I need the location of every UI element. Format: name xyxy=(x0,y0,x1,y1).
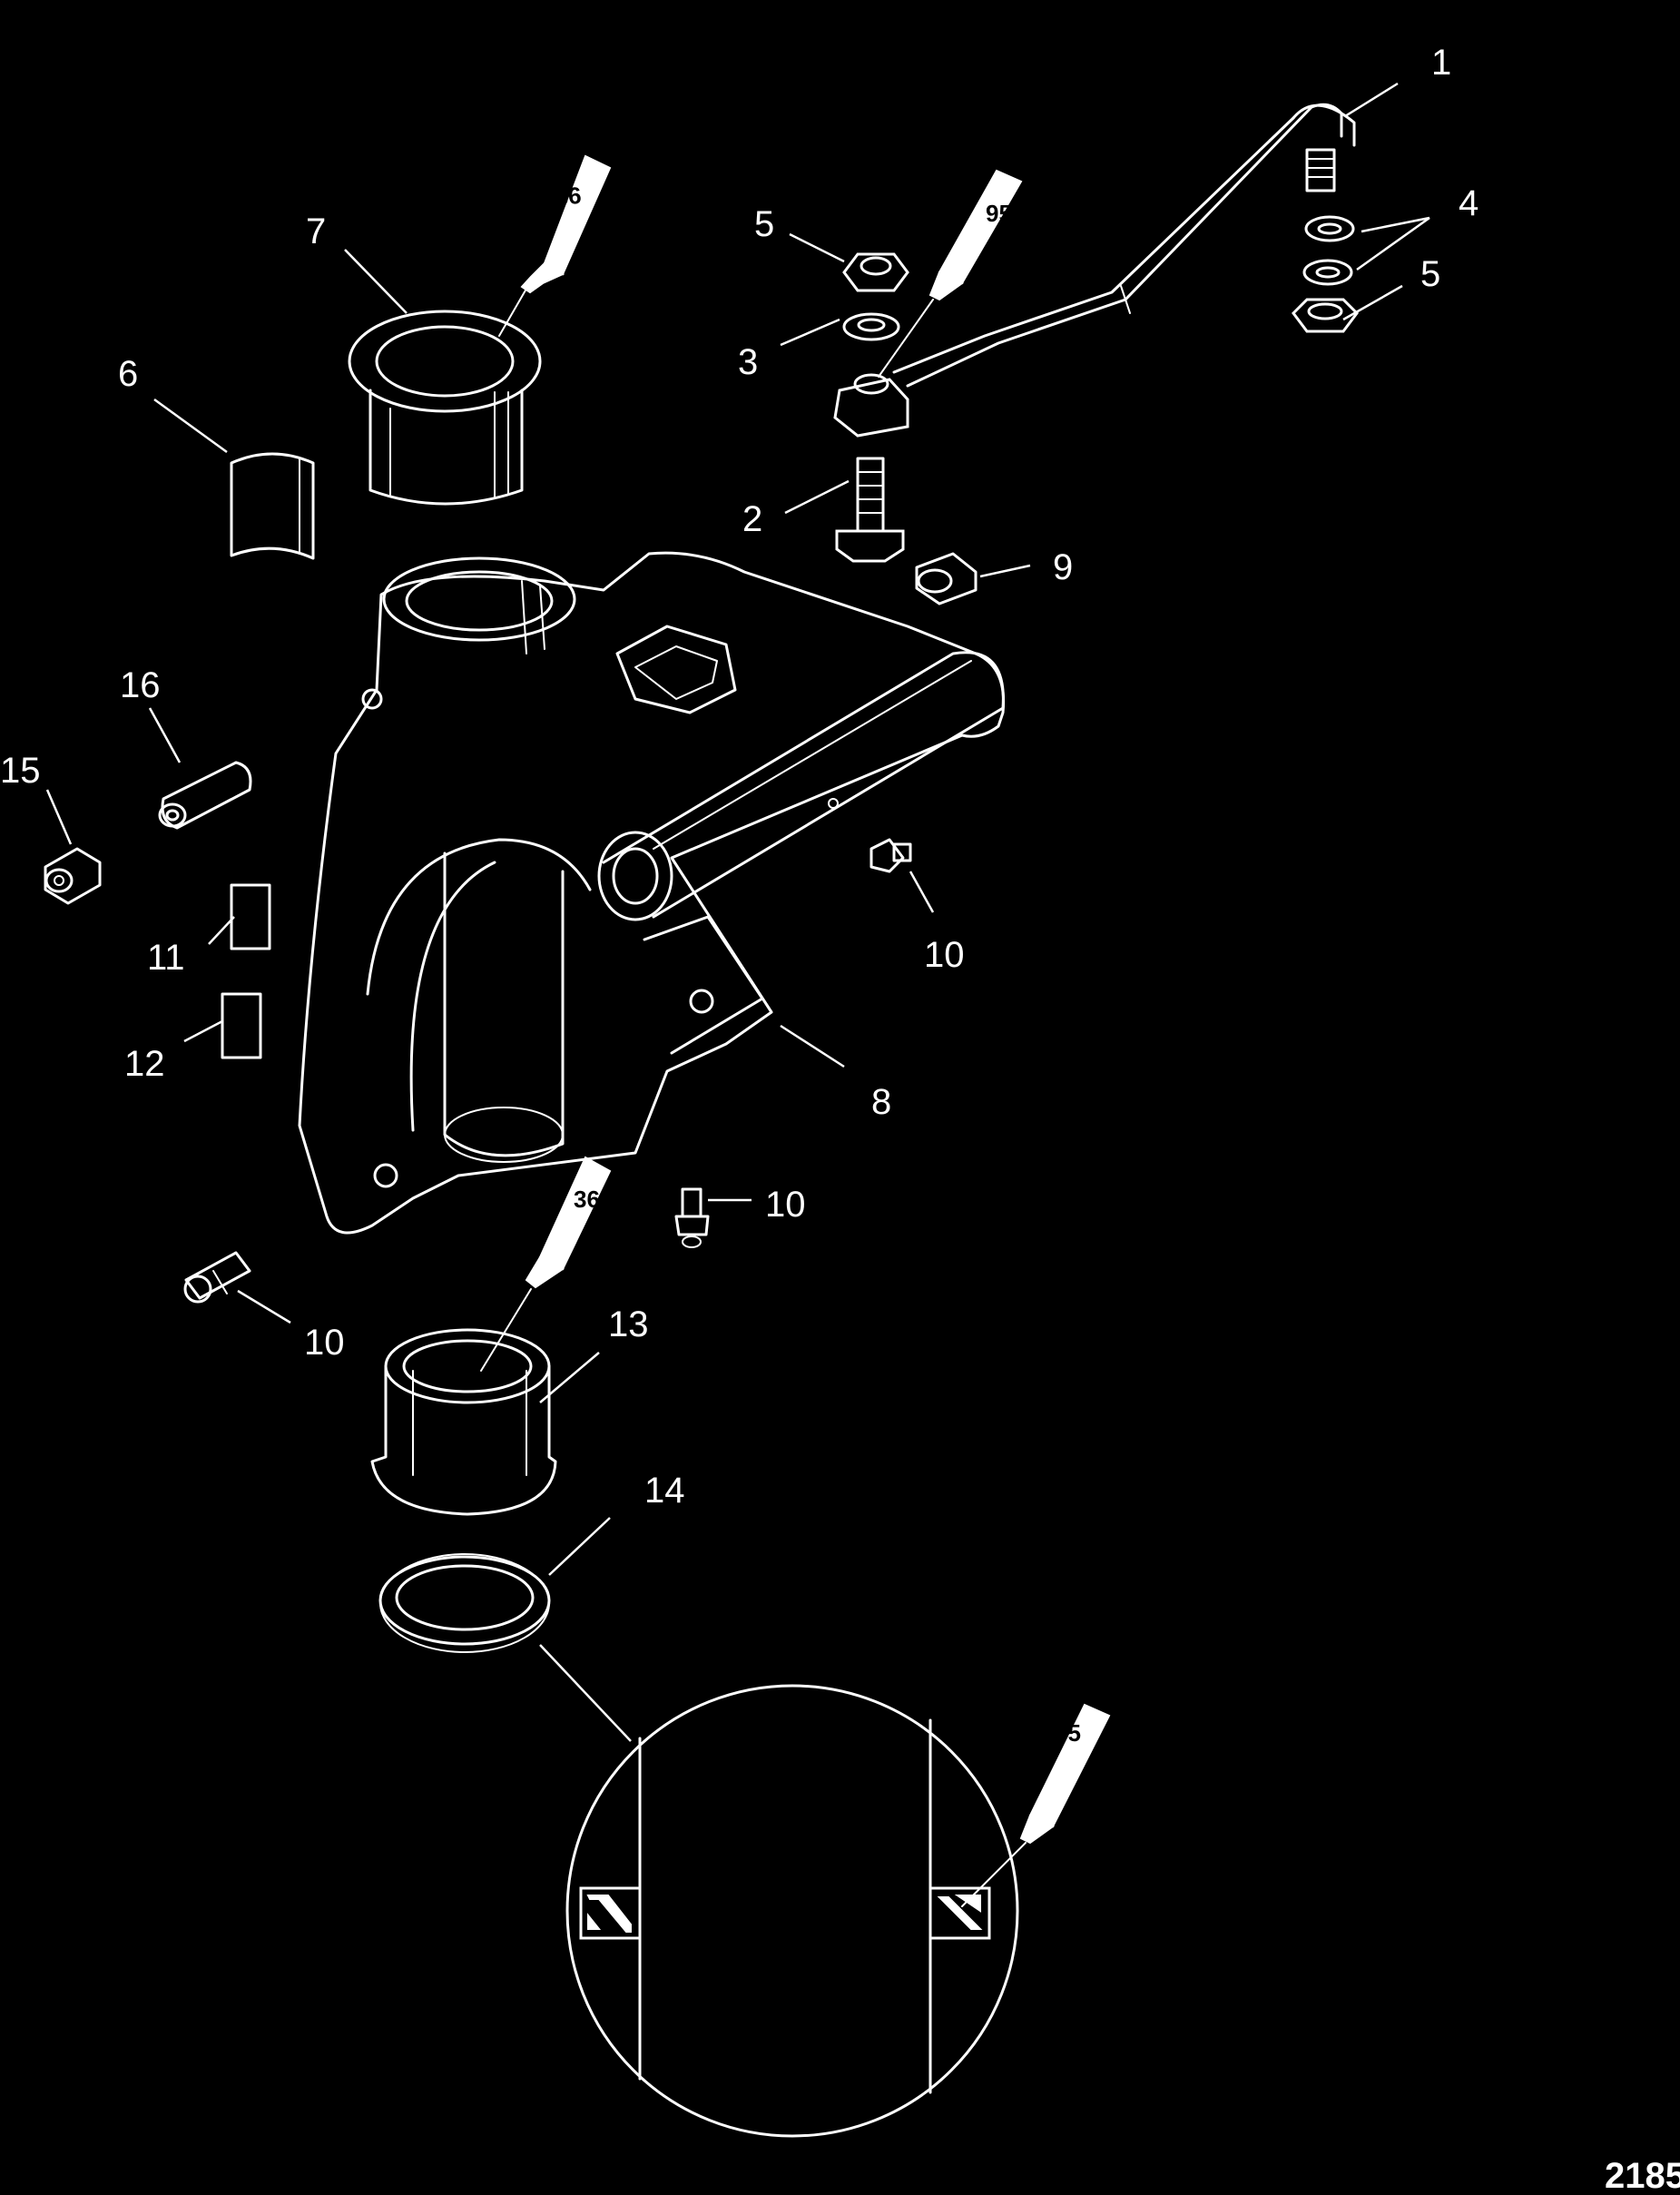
pad-11 xyxy=(230,883,271,950)
callout-4: 4 xyxy=(1459,183,1479,223)
callout-16: 16 xyxy=(120,665,161,705)
lubricant-tube-36-upper: 36 xyxy=(498,154,612,337)
callout-labels: 1 2 3 4 5 5 6 7 8 9 10 10 10 11 12 13 14… xyxy=(0,43,1479,1511)
callout-5-left: 5 xyxy=(754,204,774,244)
callout-10-middle: 10 xyxy=(765,1185,806,1225)
pad-12 xyxy=(221,992,262,1059)
leader-lines xyxy=(45,82,1430,1576)
callout-10-lower: 10 xyxy=(304,1323,345,1363)
seal-ring xyxy=(378,1553,551,1653)
tube-label: 36 xyxy=(555,182,583,211)
upper-swivel-bushing xyxy=(348,310,542,506)
rod-eye-end xyxy=(833,373,909,438)
tube-label: 95 xyxy=(1055,1719,1081,1747)
grease-fitting-middle xyxy=(674,1187,710,1248)
lubricant-tube-95-upper: 95 xyxy=(878,169,1023,378)
callout-12: 12 xyxy=(124,1044,165,1084)
lower-swivel-bushing xyxy=(370,1328,557,1516)
grease-fitting-upper xyxy=(869,838,912,873)
lubricant-tube-95-lower: 95 xyxy=(961,1703,1111,1907)
callout-3: 3 xyxy=(738,342,758,382)
callout-15: 15 xyxy=(0,751,41,791)
small-bushing xyxy=(915,552,978,605)
grease-fitting-lower xyxy=(183,1251,251,1304)
figure-reference-number: 2185 xyxy=(1605,2156,1680,2195)
rod-threaded-stud xyxy=(1305,148,1336,192)
callout-7: 7 xyxy=(306,212,326,251)
steering-link-rod xyxy=(833,103,1356,438)
locknut-left xyxy=(842,252,909,292)
callout-2: 2 xyxy=(742,499,762,539)
cap-screw xyxy=(44,847,102,905)
tube-label: 36 xyxy=(574,1186,600,1213)
lubricant-tube-36-lower: 36 xyxy=(480,1156,612,1372)
callout-8: 8 xyxy=(871,1082,891,1122)
locknut-right xyxy=(1292,298,1359,333)
shoulder-bolt xyxy=(835,457,905,563)
callout-5-right: 5 xyxy=(1420,254,1440,294)
callout-6: 6 xyxy=(118,354,138,394)
callout-9: 9 xyxy=(1053,547,1073,587)
callout-10-upper: 10 xyxy=(924,935,965,975)
pivot-pin xyxy=(158,761,252,830)
seal-detail-view xyxy=(539,1644,1019,2138)
callout-1: 1 xyxy=(1431,43,1451,83)
washers xyxy=(1302,215,1355,286)
swivel-bracket xyxy=(298,551,1006,1235)
callout-11: 11 xyxy=(147,938,185,978)
callout-14: 14 xyxy=(644,1471,685,1511)
flat-washer xyxy=(842,312,900,341)
wear-pad xyxy=(230,452,315,560)
callout-13: 13 xyxy=(608,1304,649,1344)
tube-label: 95 xyxy=(986,200,1012,227)
